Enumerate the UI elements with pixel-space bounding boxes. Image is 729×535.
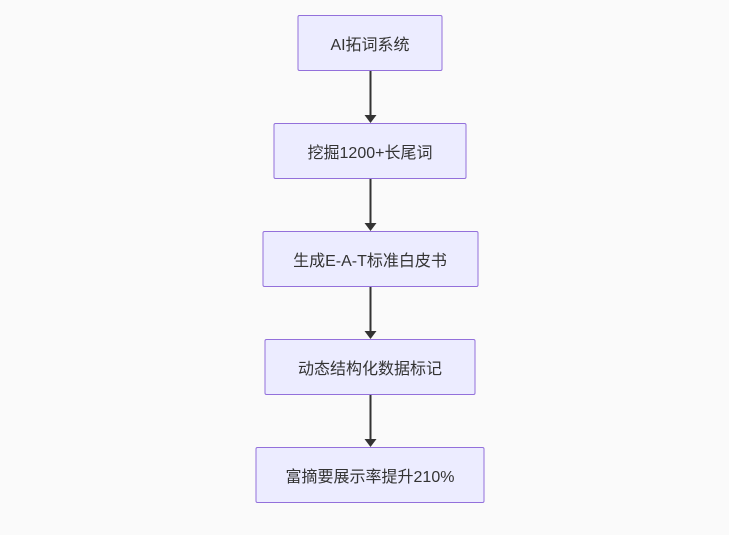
flow-node-label: 挖掘1200+长尾词 [307, 145, 433, 162]
arrow-down-icon [364, 287, 376, 339]
flow-node-eat-whitepaper: 生成E-A-T标准白皮书 [262, 231, 478, 287]
arrow-shaft [369, 71, 371, 116]
flow-node-structured-data-markup: 动态结构化数据标记 [264, 339, 476, 395]
flowchart: AI拓词系统 挖掘1200+长尾词 生成E-A-T标准白皮书 动态结构化数据标记… [255, 15, 485, 503]
flow-node-label: 富摘要展示率提升210% [285, 469, 455, 486]
arrow-shaft [369, 179, 371, 224]
flow-node-ai-keyword-system: AI拓词系统 [297, 15, 443, 71]
flow-node-label: 动态结构化数据标记 [297, 361, 442, 378]
arrowhead-icon [364, 439, 376, 447]
arrowhead-icon [364, 331, 376, 339]
arrow-down-icon [364, 395, 376, 447]
flow-node-label: AI拓词系统 [330, 37, 410, 54]
arrow-shaft [369, 287, 371, 332]
arrow-down-icon [364, 71, 376, 123]
arrow-shaft [369, 395, 371, 440]
arrowhead-icon [364, 223, 376, 231]
flow-node-rich-snippet-result: 富摘要展示率提升210% [255, 447, 485, 503]
arrowhead-icon [364, 115, 376, 123]
arrow-down-icon [364, 179, 376, 231]
flow-node-label: 生成E-A-T标准白皮书 [293, 253, 447, 270]
flow-node-longtail-mining: 挖掘1200+长尾词 [273, 123, 467, 179]
